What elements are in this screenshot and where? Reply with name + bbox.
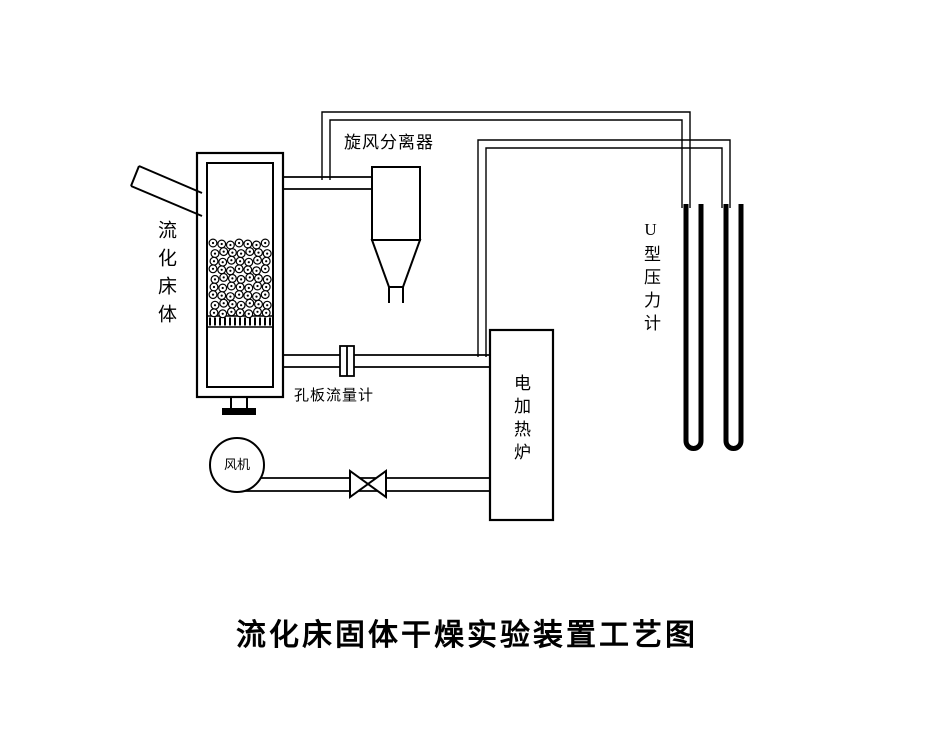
bed-particles xyxy=(208,238,272,319)
pipe-fan-to-heater xyxy=(240,477,492,492)
fan-label: 风机 xyxy=(223,457,250,472)
bed-outer-wall xyxy=(195,151,285,399)
cyclone-label: 旋风分离器 xyxy=(344,133,434,152)
fluidized-bed-label: 流化床体 xyxy=(155,220,176,332)
u-tube-left xyxy=(683,204,704,451)
u-tube-right xyxy=(723,204,744,451)
cyclone-body xyxy=(371,166,421,241)
fan-circle xyxy=(209,437,265,493)
pipe-bed-to-cyclone xyxy=(283,176,376,190)
orifice-flowmeter-label: 孔板流量计 xyxy=(294,388,375,404)
valve-icon xyxy=(349,469,387,499)
diagram-title: 流化床固体干燥实验装置工艺图 xyxy=(236,619,698,652)
manometer-line-bed xyxy=(321,111,691,208)
cyclone-separator xyxy=(370,166,422,303)
u-manometer-label: U型压力计 xyxy=(641,220,660,337)
bed-outlet-stub xyxy=(222,397,256,415)
pipe-heater-to-bed xyxy=(283,354,492,368)
heater-box xyxy=(488,328,555,522)
feed-chute xyxy=(130,165,203,217)
manometer-line-orifice xyxy=(477,139,731,357)
fluidized-bed-column xyxy=(195,151,285,415)
orifice-plate xyxy=(339,345,355,377)
cyclone-cone xyxy=(370,239,422,288)
bed-inner-wall xyxy=(206,162,274,388)
electric-heater-label: 电加热炉 xyxy=(511,374,530,466)
